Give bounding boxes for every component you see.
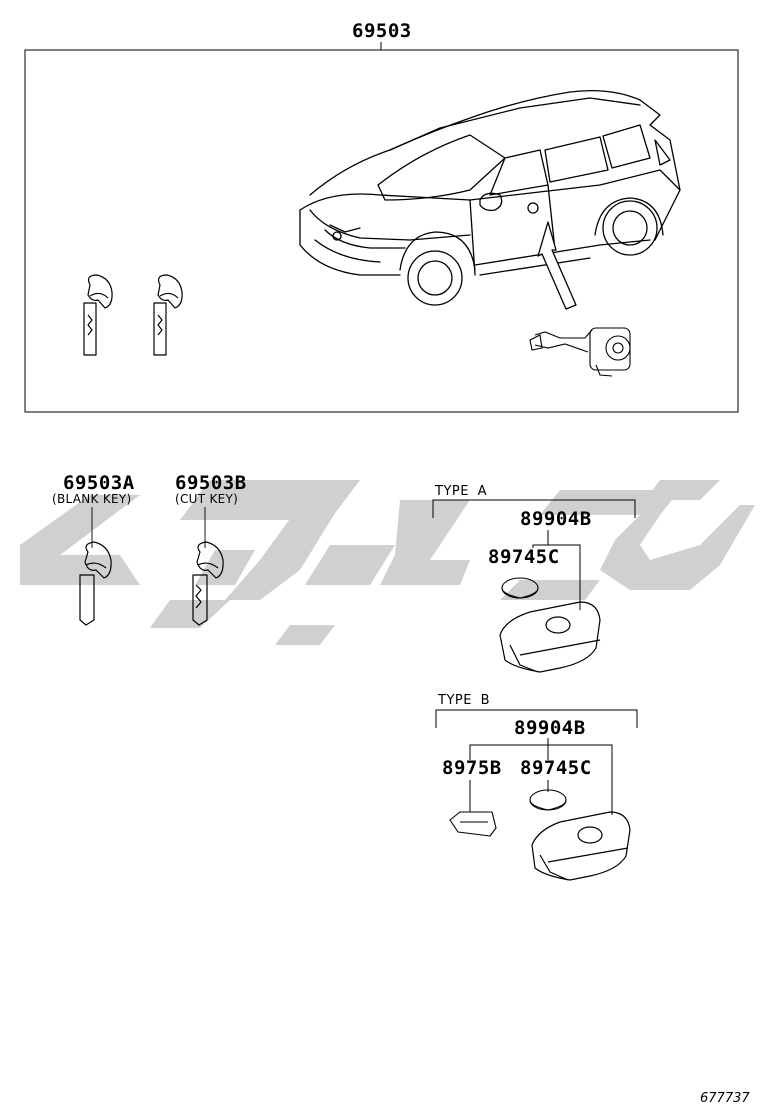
blank-key-note: (BLANK KEY) xyxy=(52,492,132,506)
key-icon xyxy=(83,274,113,356)
key-fob-icon xyxy=(531,811,631,881)
coin-battery-icon xyxy=(501,577,539,599)
type-b-cover-part-number: 8975B xyxy=(442,757,502,779)
type-a-label: TYPE A xyxy=(435,484,487,499)
coin-battery-icon xyxy=(529,789,567,811)
key-icon xyxy=(153,274,183,356)
blank-key-part-number: 69503A xyxy=(63,472,135,494)
type-b-bracket xyxy=(435,709,638,815)
arrow-icon xyxy=(537,221,577,310)
type-b-battery-part-number: 89745C xyxy=(520,757,592,779)
car-icon xyxy=(299,90,681,306)
assembly-part-number: 69503 xyxy=(352,20,412,42)
key-fob-icon xyxy=(499,601,601,673)
cut-key-icon xyxy=(192,541,224,626)
type-a-bracket xyxy=(432,499,636,610)
diagram-reference-number: 677737 xyxy=(700,1091,750,1106)
type-a-battery-part-number: 89745C xyxy=(488,546,560,568)
cut-key-part-number: 69503B xyxy=(175,472,247,494)
key-leader-lines xyxy=(91,507,206,548)
lock-cylinder-icon xyxy=(529,327,631,377)
watermark-logo xyxy=(20,480,755,645)
assembly-frame xyxy=(24,42,739,413)
type-b-fob-part-number: 89904B xyxy=(514,717,586,739)
key-cover-icon xyxy=(449,811,497,837)
blank-key-icon xyxy=(79,541,112,626)
type-a-fob-part-number: 89904B xyxy=(520,508,592,530)
cut-key-note: (CUT KEY) xyxy=(175,492,239,506)
type-b-label: TYPE B xyxy=(438,693,490,708)
